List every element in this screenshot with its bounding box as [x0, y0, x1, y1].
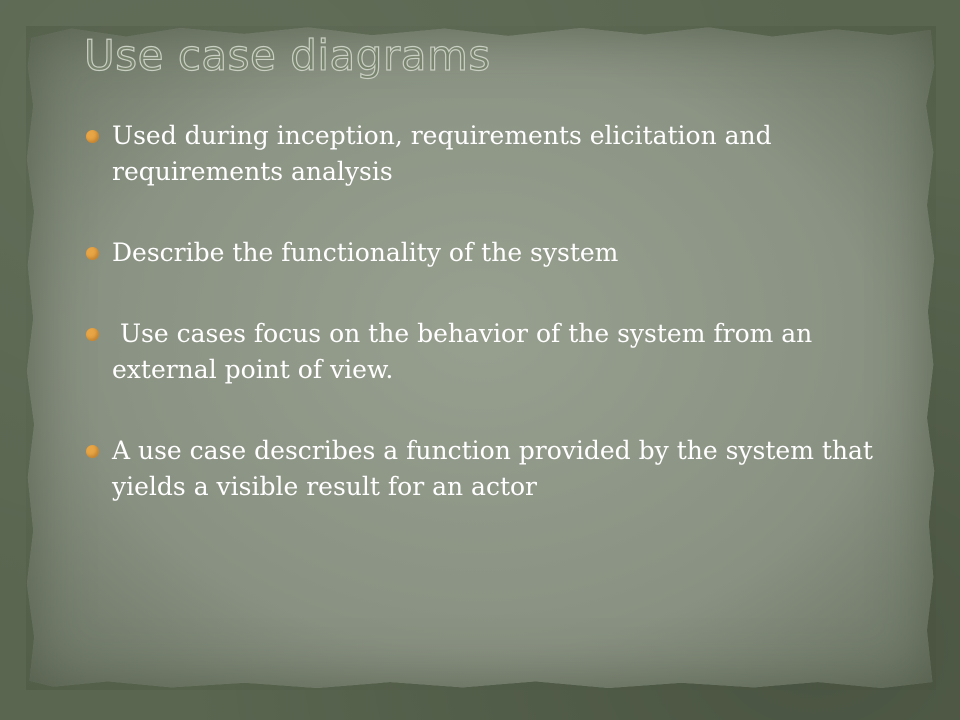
bullet-item: Describe the functionality of the system — [86, 235, 876, 271]
bullet-text: Use cases focus on the behavior of the s… — [112, 319, 821, 384]
bullet-dot-icon — [86, 445, 99, 458]
bullet-text: Describe the functionality of the system — [112, 238, 619, 267]
bullet-list: Used during inception, requirements elic… — [86, 118, 876, 550]
bullet-dot-icon — [86, 247, 99, 260]
bullet-dot-icon — [86, 328, 99, 341]
bullet-item: A use case describes a function provided… — [86, 433, 876, 505]
bullet-text: A use case describes a function provided… — [112, 436, 873, 501]
bullet-dot-icon — [86, 130, 99, 143]
bullet-text: Used during inception, requirements elic… — [112, 121, 772, 186]
bullet-item: Used during inception, requirements elic… — [86, 118, 876, 190]
content-panel — [26, 27, 935, 689]
bullet-item: Use cases focus on the behavior of the s… — [86, 316, 876, 388]
slide-title: Use case diagrams — [83, 30, 491, 80]
